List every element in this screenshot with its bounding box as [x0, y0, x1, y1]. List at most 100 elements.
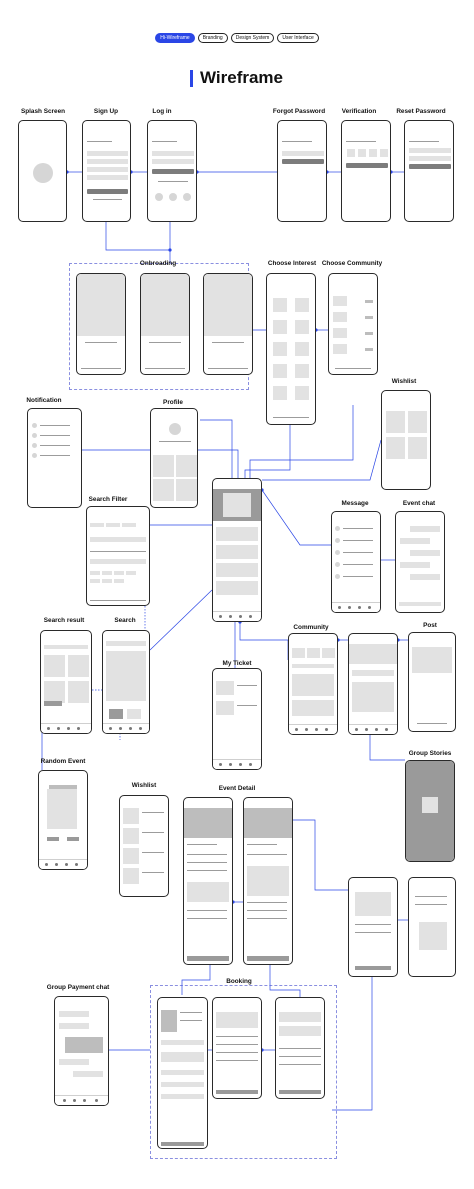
label-my-ticket: My Ticket — [222, 660, 252, 667]
signup-footer-link[interactable] — [93, 199, 122, 201]
label-search: Search — [114, 617, 136, 624]
label-event-chat: Event chat — [402, 500, 436, 507]
login-social-icon-2[interactable] — [169, 193, 177, 201]
onboarding-continue-3[interactable] — [208, 368, 248, 370]
login-button[interactable] — [152, 169, 194, 174]
screen-reset-password — [404, 120, 454, 222]
onboarding-text-2 — [149, 342, 181, 344]
code-box-1[interactable] — [347, 149, 355, 157]
community-continue[interactable] — [335, 368, 371, 370]
event-buy-ticket-2[interactable] — [247, 956, 289, 961]
screen-random-event — [38, 770, 88, 870]
screen-verification — [341, 120, 391, 222]
code-box-2[interactable] — [358, 149, 366, 157]
screen-onboarding-2 — [140, 273, 190, 375]
title-accent-bar — [190, 70, 193, 87]
tab-user-interface[interactable]: User Interface — [277, 33, 319, 43]
signup-password-field[interactable] — [87, 167, 128, 172]
profile-avatar — [169, 423, 181, 435]
tab-branding[interactable]: Branding — [197, 33, 228, 43]
new-password-field[interactable] — [409, 148, 451, 153]
screen-notification — [27, 408, 82, 508]
screen-home — [212, 478, 262, 622]
screen-event-chat — [395, 511, 445, 613]
label-post: Post — [423, 622, 437, 629]
code-box-4[interactable] — [380, 149, 388, 157]
code-box-3[interactable] — [369, 149, 377, 157]
screen-onboarding-1 — [76, 273, 126, 375]
onboarding-image-2 — [141, 274, 189, 336]
login-social-icon-3[interactable] — [183, 193, 191, 201]
label-search-result: Search result — [43, 617, 85, 624]
screen-post — [408, 632, 456, 732]
label-splash: Splash Screen — [20, 108, 66, 115]
screen-profile — [150, 408, 198, 508]
onboarding-continue-2[interactable] — [145, 368, 185, 370]
forgot-email-field[interactable] — [282, 151, 324, 156]
verify-button[interactable] — [346, 163, 388, 168]
onboarding-image-1 — [77, 274, 125, 336]
onboarding-continue-1[interactable] — [81, 368, 121, 370]
event-buy-ticket-1[interactable] — [187, 956, 229, 961]
screen-sign-up — [82, 120, 131, 222]
screen-group-stories — [405, 760, 455, 862]
screen-splash — [18, 120, 67, 222]
label-wishlist-2: Wishlist — [131, 782, 157, 789]
login-password-field[interactable] — [152, 159, 194, 164]
screen-search-result — [40, 630, 92, 734]
reset-title — [409, 141, 439, 143]
forgot-submit-button[interactable] — [282, 159, 324, 164]
booking-continue-2[interactable] — [216, 1090, 258, 1094]
booking-continue-1[interactable] — [161, 1142, 204, 1146]
signup-confirm-field[interactable] — [87, 175, 128, 180]
screen-booking-2 — [212, 997, 262, 1099]
screen-my-ticket — [212, 668, 262, 770]
label-message: Message — [341, 500, 369, 507]
screen-group-payment-chat — [54, 996, 109, 1106]
screen-community — [288, 633, 338, 735]
label-reset-password: Reset Password — [396, 108, 446, 115]
post-textarea[interactable] — [412, 647, 452, 673]
home-tab-bar — [213, 611, 261, 621]
label-profile: Profile — [163, 399, 183, 406]
apply-filter[interactable] — [90, 600, 146, 602]
splash-logo — [33, 163, 53, 183]
login-title — [152, 141, 177, 143]
label-onboarding: Onbroading — [139, 260, 177, 267]
booking-pay-button[interactable] — [279, 1090, 321, 1094]
label-choose-community: Choose Community — [321, 260, 383, 267]
tab-design-system[interactable]: Design System — [230, 33, 275, 43]
interest-continue[interactable] — [273, 417, 309, 419]
login-email-field[interactable] — [152, 151, 194, 156]
label-wishlist: Wishlist — [391, 378, 417, 385]
label-booking: Booking — [226, 978, 252, 985]
label-group-payment-chat: Group Payment chat — [46, 984, 110, 991]
label-choose-interest: Choose Interest — [267, 260, 317, 267]
screen-choose-interest — [266, 273, 316, 425]
screen-search — [102, 630, 150, 734]
screen-wishlist-2 — [119, 795, 169, 897]
screen-event-detail-1 — [183, 797, 233, 965]
confirm-password-field[interactable] — [409, 156, 451, 161]
signup-name-field[interactable] — [87, 151, 128, 156]
post-submit[interactable] — [417, 723, 447, 725]
login-social-icon-1[interactable] — [155, 193, 163, 201]
screen-log-in — [147, 120, 197, 222]
search-input[interactable] — [106, 641, 146, 646]
label-group-stories: Group Stories — [408, 750, 452, 757]
tab-hi-wireframe[interactable]: Hi-Wireframe — [155, 33, 195, 43]
label-community: Community — [293, 624, 329, 631]
label-verification: Verification — [341, 108, 377, 115]
screen-wishlist — [381, 390, 431, 490]
booking-group-box — [150, 985, 337, 1159]
top-tabs: Hi-Wireframe Branding Design System User… — [0, 33, 474, 43]
screen-search-filter — [86, 506, 150, 606]
signup-button[interactable] — [87, 189, 128, 194]
screen-message — [331, 511, 381, 613]
screen-forgot-password — [277, 120, 327, 222]
screen-event-detail-2 — [243, 797, 293, 965]
reset-button[interactable] — [409, 164, 451, 169]
signup-title — [87, 141, 112, 143]
signup-email-field[interactable] — [87, 159, 128, 164]
page-title: Wireframe — [200, 68, 283, 87]
